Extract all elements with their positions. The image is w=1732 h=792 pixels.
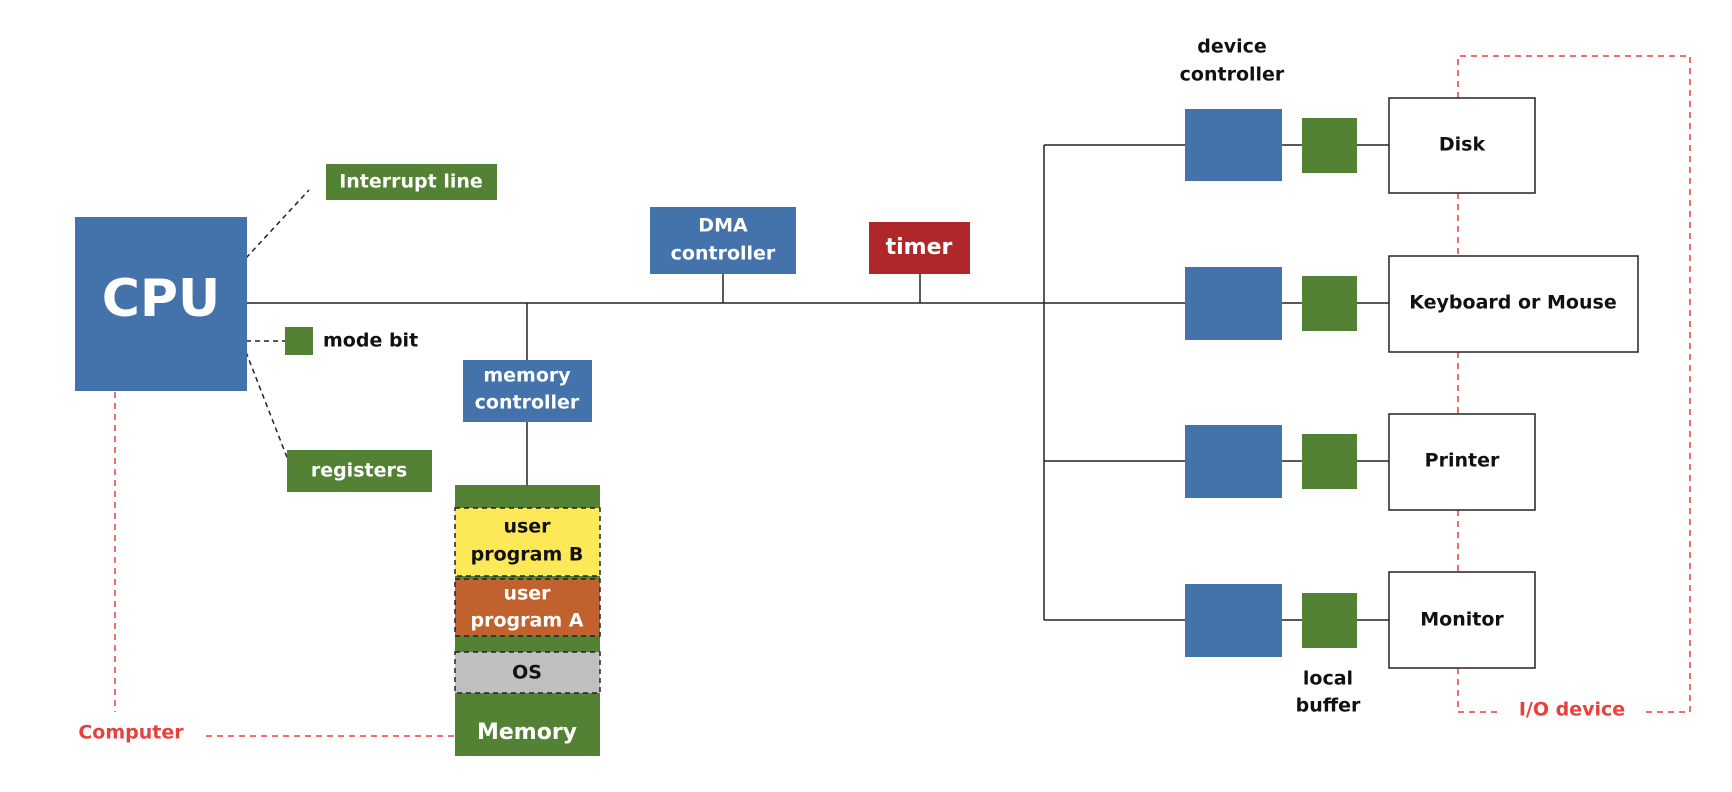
memory-controller-label-line2: controller — [475, 392, 580, 414]
device-controllers — [1185, 109, 1282, 657]
local-buffer-caption: local buffer — [1296, 668, 1361, 717]
device-disk: Disk — [1388, 97, 1536, 194]
device-controller-printer — [1185, 425, 1282, 498]
registers: registers — [287, 450, 432, 492]
os-label: OS — [512, 662, 542, 684]
device-printer: Printer — [1388, 413, 1536, 511]
dma-controller-label-line2: controller — [671, 243, 776, 265]
interrupt-line: Interrupt line — [326, 164, 497, 200]
local-buffer-caption-line2: buffer — [1296, 695, 1361, 717]
io-device-group-label: I/O device — [1519, 699, 1625, 721]
dma-controller-label-line1: DMA — [698, 215, 748, 237]
computer-group-label: Computer — [78, 722, 184, 744]
os-segment: OS — [454, 651, 601, 694]
timer: timer — [869, 222, 970, 274]
device-controller-caption: device controller — [1180, 36, 1285, 86]
local-buffer-disk — [1302, 118, 1357, 173]
device-keyboard-mouse: Keyboard or Mouse — [1388, 255, 1639, 353]
user-program-b: user program B — [454, 507, 601, 577]
user-program-a: user program A — [454, 578, 601, 637]
local-buffer-printer — [1302, 434, 1357, 489]
user-program-a-line2: program A — [471, 610, 584, 632]
memory-controller-label-line1: memory — [483, 365, 571, 387]
mode-bit: mode bit — [285, 327, 418, 355]
cpu-label: CPU — [102, 269, 221, 329]
device-printer-label: Printer — [1425, 450, 1500, 472]
mode-bit-label: mode bit — [323, 330, 418, 352]
device-controller-disk — [1185, 109, 1282, 181]
device-controller-monitor — [1185, 584, 1282, 657]
user-program-b-line2: program B — [471, 544, 584, 566]
user-program-a-line1: user — [503, 583, 551, 605]
device-keyboard-mouse-label: Keyboard or Mouse — [1409, 292, 1616, 314]
system-bus — [246, 144, 1389, 621]
device-controller-keyboard — [1185, 267, 1282, 340]
device-monitor-label: Monitor — [1420, 609, 1504, 631]
computer-group-outline — [114, 392, 455, 737]
timer-label: timer — [886, 235, 953, 260]
device-controller-caption-line1: device — [1197, 36, 1267, 58]
io-device-group-outline — [1457, 55, 1691, 713]
local-buffer-caption-line1: local — [1303, 668, 1353, 690]
device-disk-label: Disk — [1439, 134, 1486, 156]
memory: user program B user program A OS Memory — [454, 485, 601, 756]
interrupt-line-label: Interrupt line — [339, 171, 483, 193]
dma-controller: DMA controller — [650, 207, 796, 274]
user-program-b-line1: user — [503, 516, 551, 538]
device-controller-caption-line2: controller — [1180, 64, 1285, 86]
device-monitor: Monitor — [1388, 571, 1536, 669]
registers-label: registers — [311, 460, 407, 482]
memory-controller: memory controller — [463, 360, 592, 422]
local-buffer-monitor — [1302, 593, 1357, 648]
local-buffers — [1302, 118, 1357, 648]
local-buffer-keyboard — [1302, 276, 1357, 331]
memory-label: Memory — [477, 720, 577, 745]
cpu: CPU — [75, 217, 247, 391]
cpu-dashed-connectors — [245, 189, 310, 461]
